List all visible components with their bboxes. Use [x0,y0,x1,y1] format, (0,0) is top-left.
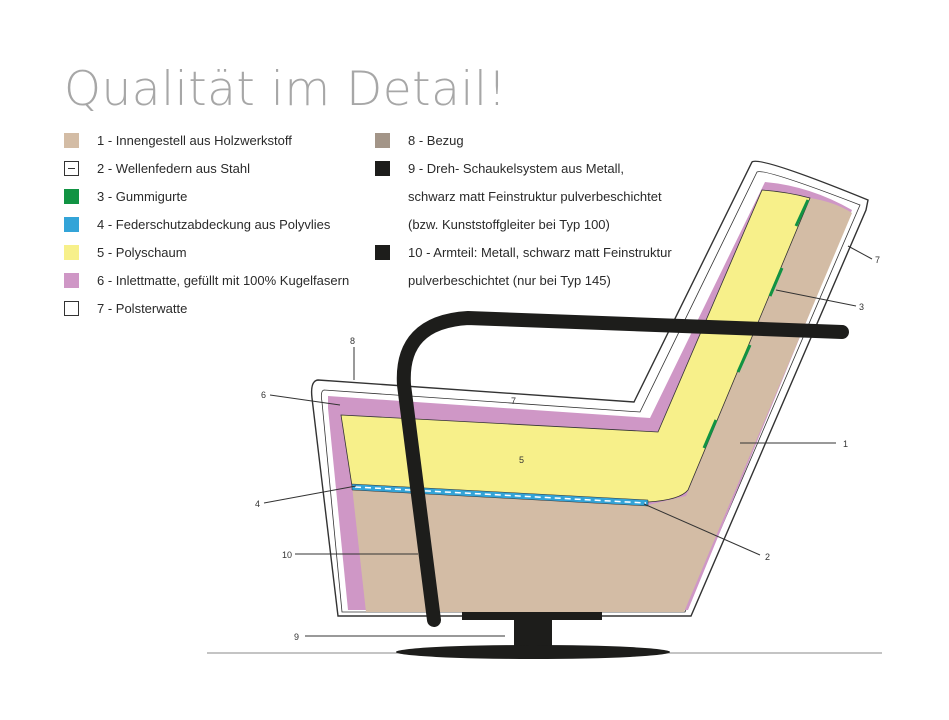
legend-item-innengestell: 1 - Innengestell aus Holzwerkstoff [64,130,292,150]
legend-item-dreh-schaukelsystem: 9 - Dreh- Schaukelsystem aus Metall, [375,158,624,178]
swatch-wellenfedern [64,160,79,176]
legend-label: 10 - Armteil: Metall, schwarz matt Feins… [408,244,672,260]
frame-layer [352,198,852,612]
callout-6: 6 [261,390,266,400]
legend-label: 8 - Bezug [408,132,464,148]
springs-line [354,486,647,504]
legend-label: 7 - Polsterwatte [97,300,188,316]
callout-4: 4 [255,499,260,509]
legend-label: (bzw. Kunststoffgleiter bei Typ 100) [408,216,610,232]
legend-item-armteil: 10 - Armteil: Metall, schwarz matt Feins… [375,242,672,262]
legend-label: 3 - Gummigurte [97,188,188,204]
legend-label: 5 - Polyschaum [97,244,187,260]
legend-label: 4 - Federschutzabdeckung aus Polyvlies [97,216,331,232]
legend-item-federschutz: 4 - Federschutzabdeckung aus Polyvlies [64,214,330,234]
legend-item-gummigurte: 3 - Gummigurte [64,186,187,206]
swatch-armteil [375,244,390,260]
callout-1: 1 [843,439,848,449]
legend-item-continuation: schwarz matt Feinstruktur pulverbeschich… [375,186,662,206]
callout-7-back: 7 [875,255,880,265]
callout-10: 10 [282,550,292,560]
swivel-plate [462,612,602,620]
callout-5: 5 [519,455,524,465]
callout-3: 3 [859,302,864,312]
swatch-innengestell [64,132,79,148]
swatch-bezug [375,132,390,148]
foam-layer [340,189,811,503]
callout-8: 8 [350,336,355,346]
swivel-foot [396,645,670,659]
legend-label: 1 - Innengestell aus Holzwerkstoff [97,132,292,148]
legend-item-polyschaum: 5 - Polyschaum [64,242,187,262]
swatch-federschutz [64,216,79,232]
swatch-polsterwatte [64,300,79,316]
rubber-straps [702,199,810,449]
legend-label: 9 - Dreh- Schaukelsystem aus Metall, [408,160,625,176]
swatch-inlettmatte [64,272,79,288]
legend-item-continuation: (bzw. Kunststoffgleiter bei Typ 100) [375,214,610,234]
legend-label: pulverbeschichtet (nur bei Typ 145) [408,272,611,288]
page-title: Qualität im Detail! [64,62,507,117]
legend-item-wellenfedern: 2 - Wellenfedern aus Stahl [64,158,250,178]
swatch-dreh-schaukelsystem [375,160,390,176]
callout-7-seat: 7 [511,396,516,406]
legend-label: 6 - Inlettmatte, gefüllt mit 100% Kugelf… [97,272,350,288]
armrest [396,311,849,627]
callout-9: 9 [294,632,299,642]
callout-2: 2 [765,552,770,562]
swatch-polyschaum [64,244,79,260]
legend-label: schwarz matt Feinstruktur pulverbeschich… [408,188,662,204]
legend-item-continuation: pulverbeschichtet (nur bei Typ 145) [375,270,611,290]
legend-label: 2 - Wellenfedern aus Stahl [97,160,250,176]
swatch-gummigurte [64,188,79,204]
legend-item-bezug: 8 - Bezug [375,130,464,150]
legend-item-polsterwatte: 7 - Polsterwatte [64,298,187,318]
legend-item-inlettmatte: 6 - Inlettmatte, gefüllt mit 100% Kugelf… [64,270,349,290]
callout-lines [263,245,873,637]
